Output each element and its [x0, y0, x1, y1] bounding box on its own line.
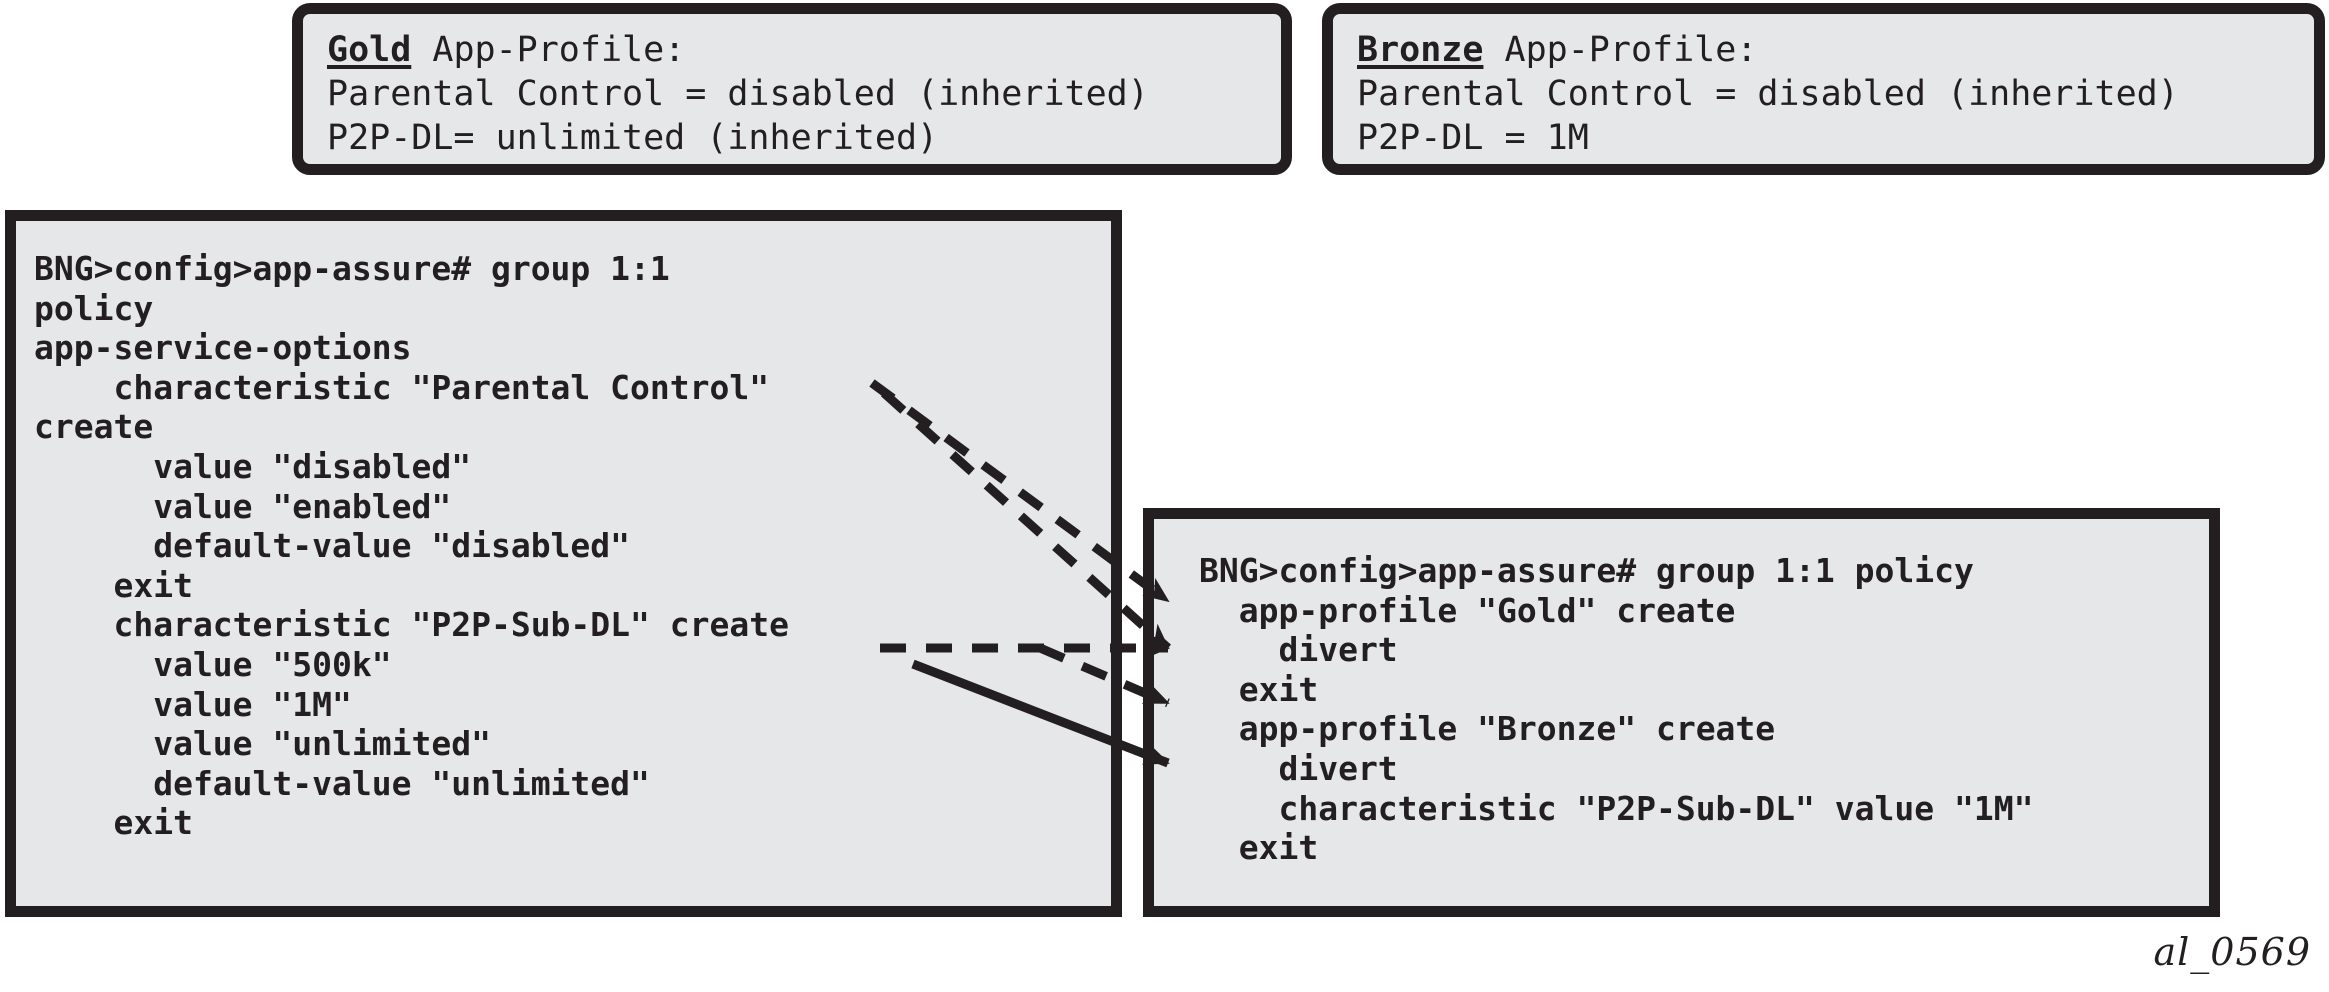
cli-line: app-profile "Bronze" create	[1199, 709, 1776, 749]
cli-line: value "unlimited"	[34, 724, 491, 764]
cli-line: divert	[1199, 630, 1398, 670]
bronze-app-profile-box: Bronze App-Profile: Parental Control = d…	[1322, 3, 2325, 175]
cli-line: value "1M"	[34, 684, 352, 724]
cli-line: BNG>config>app-assure# group 1:1	[34, 249, 670, 288]
cli-line: characteristic "Parental Control"	[34, 367, 770, 407]
gold-profile-attribute-line: Parental Control = disabled (inherited)	[327, 74, 1149, 114]
gold-profile-attribute-line: P2P-DL= unlimited (inherited)	[327, 118, 939, 158]
cli-line: app-profile "Gold" create	[1199, 590, 1736, 630]
app-profile-cli-box: BNG>config>app-assure# group 1:1 policy …	[1143, 508, 2220, 917]
cli-line: characteristic "P2P-Sub-DL" value "1M"	[1199, 788, 2034, 828]
cli-line: default-value "unlimited"	[34, 763, 650, 803]
cli-right-content: BNG>config>app-assure# group 1:1 policy …	[1154, 531, 2209, 868]
cli-line: policy	[34, 288, 154, 328]
cli-line: divert	[1199, 748, 1398, 788]
bronze-profile-attribute-line: Parental Control = disabled (inherited)	[1357, 74, 2179, 114]
bronze-profile-name: Bronze	[1357, 30, 1484, 70]
cli-line: BNG>config>app-assure# group 1:1 policy	[1199, 551, 1974, 590]
cli-line: exit	[1199, 828, 1319, 868]
cli-line: exit	[34, 803, 193, 843]
cli-line: exit	[34, 565, 193, 605]
cli-line: exit	[1199, 669, 1319, 709]
gold-profile-suffix: App-Profile:	[411, 30, 686, 70]
cli-line: characteristic "P2P-Sub-DL" create	[34, 605, 789, 645]
app-service-options-cli-box: BNG>config>app-assure# group 1:1 policy …	[5, 210, 1122, 917]
gold-app-profile-heading: Gold App-Profile:	[327, 28, 1257, 72]
cli-line: default-value "disabled"	[34, 526, 631, 566]
cli-line: create	[34, 407, 154, 447]
bronze-profile-attribute-line: P2P-DL = 1M	[1357, 118, 1589, 158]
cli-line: value "enabled"	[34, 486, 452, 526]
cli-left-content: BNG>config>app-assure# group 1:1 policy …	[16, 233, 1111, 843]
cli-line: value "disabled"	[34, 446, 472, 486]
gold-app-profile-box: Gold App-Profile: Parental Control = dis…	[292, 3, 1292, 175]
gold-profile-name: Gold	[327, 30, 412, 70]
bronze-app-profile-heading: Bronze App-Profile:	[1357, 28, 2290, 72]
figure-caption: al_0569	[2153, 930, 2311, 974]
cli-line: app-service-options	[34, 328, 412, 368]
cli-line: value "500k"	[34, 644, 392, 684]
bronze-profile-suffix: App-Profile:	[1483, 30, 1758, 70]
